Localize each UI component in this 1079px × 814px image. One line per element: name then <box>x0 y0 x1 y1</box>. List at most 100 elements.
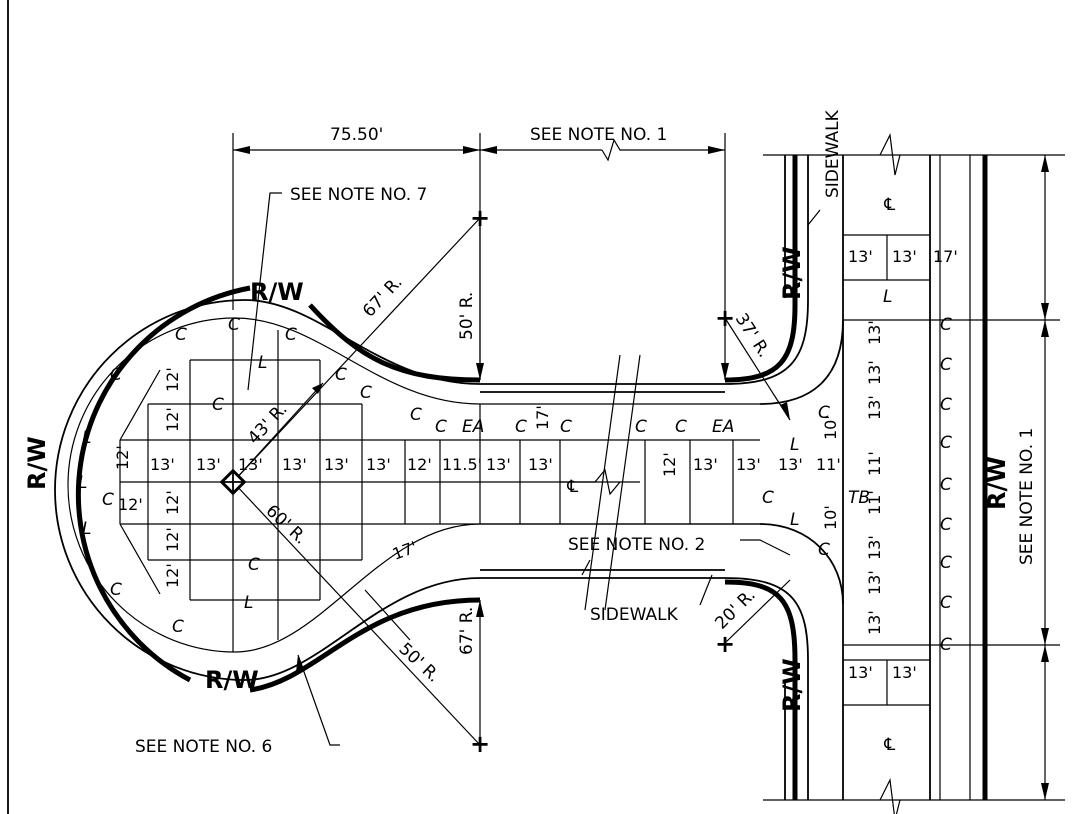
svg-text:12': 12' <box>660 452 679 477</box>
cul-de-sac-geometry <box>54 285 760 693</box>
svg-text:13': 13' <box>865 395 884 420</box>
joint-main-road: 13' 13' 17' 13' 13' 13' 13' 13' 11' 11' … <box>848 247 958 682</box>
svg-text:13': 13' <box>848 663 873 682</box>
svg-text:12': 12' <box>163 367 182 392</box>
svg-text:C: C <box>940 433 952 453</box>
sidewalk-label-bottom: SIDEWALK <box>590 605 679 625</box>
svg-text:C: C <box>940 515 952 535</box>
sidewalk-label-top: SIDEWALK <box>823 109 843 198</box>
radius-60: 60' R. <box>262 501 311 549</box>
svg-text:C: C <box>212 395 224 415</box>
svg-text:13': 13' <box>865 535 884 560</box>
radius-67-top: 67' R. <box>359 272 407 321</box>
svg-text:C: C <box>940 553 952 573</box>
note-2-label: SEE NOTE NO. 2 <box>568 535 705 555</box>
note-7-label: SEE NOTE NO. 7 <box>290 185 427 205</box>
radius-lines: + + + + <box>219 204 791 758</box>
svg-text:13': 13' <box>238 455 263 474</box>
svg-text:13': 13' <box>848 247 873 266</box>
svg-text:C: C <box>940 475 952 495</box>
dimension-see-note-1-right: SEE NOTE NO. 1 <box>1017 428 1037 565</box>
svg-text:C: C <box>675 417 687 437</box>
svg-text:12': 12' <box>163 527 182 552</box>
top-dimensions: 75.50' SEE NOTE NO. 1 <box>232 125 726 380</box>
svg-text:℄: ℄ <box>565 477 580 497</box>
svg-text:C: C <box>172 617 184 637</box>
radius-37: 37' R. <box>731 310 774 361</box>
svg-text:12': 12' <box>163 490 182 515</box>
svg-text:C: C <box>635 417 647 437</box>
svg-text:13': 13' <box>324 455 349 474</box>
svg-text:L: L <box>78 473 87 493</box>
svg-text:C: C <box>818 403 830 423</box>
note-6-label: SEE NOTE NO. 6 <box>135 737 272 757</box>
svg-text:13': 13' <box>196 455 221 474</box>
radius-point-marker: + <box>470 730 490 758</box>
svg-text:13': 13' <box>693 455 718 474</box>
svg-text:13': 13' <box>736 455 761 474</box>
svg-text:C: C <box>335 365 347 385</box>
svg-text:13': 13' <box>865 360 884 385</box>
svg-text:C: C <box>110 580 122 600</box>
right-of-way-label-upper: R/W <box>778 246 806 300</box>
dimension-see-note-1-top: SEE NOTE NO. 1 <box>530 125 667 145</box>
joint-column-left: 12' 12' 12' 12' 12' 12' 12' <box>118 367 679 588</box>
svg-text:C: C <box>818 540 830 560</box>
joint-grid <box>120 318 760 652</box>
svg-text:C: C <box>940 315 952 335</box>
joint-row-after-break: 13' 13' 13' 11' <box>693 455 841 474</box>
svg-text:C: C <box>515 417 527 437</box>
svg-text:13': 13' <box>865 570 884 595</box>
svg-text:TB: TB <box>848 488 870 508</box>
joint-type-letters: C C C C C C C C C C C C C C C C C C C C … <box>78 195 952 755</box>
svg-text:13': 13' <box>865 610 884 635</box>
svg-text:11': 11' <box>865 490 884 515</box>
break-lines <box>560 132 901 814</box>
svg-text:13': 13' <box>892 247 917 266</box>
svg-text:C: C <box>248 555 260 575</box>
svg-text:C: C <box>940 593 952 613</box>
svg-text:℄: ℄ <box>882 195 897 215</box>
svg-text:17': 17' <box>933 247 958 266</box>
radius-point-marker: + <box>715 630 735 658</box>
dimension-75-50: 75.50' <box>330 125 383 145</box>
svg-text:13': 13' <box>778 455 803 474</box>
svg-text:EA: EA <box>712 417 734 437</box>
svg-text:13': 13' <box>282 455 307 474</box>
svg-text:13': 13' <box>486 455 511 474</box>
svg-text:11.5': 11.5' <box>442 455 482 474</box>
svg-text:C: C <box>410 405 422 425</box>
svg-text:11': 11' <box>865 451 884 476</box>
svg-text:13': 13' <box>892 663 917 682</box>
svg-text:13': 13' <box>150 455 175 474</box>
joint-row-cul-de-sac: 12' 13' 13' 13' 13' 13' 13' 12' 11.5' 13… <box>113 445 553 474</box>
svg-text:L: L <box>258 353 267 373</box>
svg-text:C: C <box>360 383 372 403</box>
svg-text:12': 12' <box>163 563 182 588</box>
svg-text:L: L <box>82 428 91 448</box>
svg-text:13': 13' <box>865 320 884 345</box>
svg-text:L: L <box>244 593 253 613</box>
width-10-top: 10' <box>821 415 840 440</box>
svg-text:L: L <box>82 519 91 539</box>
main-road <box>724 154 1065 801</box>
svg-text:12': 12' <box>163 407 182 432</box>
svg-text:C: C <box>102 490 114 510</box>
width-10-bottom: 10' <box>821 505 840 530</box>
svg-text:C: C <box>175 325 187 345</box>
radius-50-top: 50' R. <box>457 292 477 340</box>
radius-20: 20' R. <box>711 585 759 633</box>
svg-text:12': 12' <box>407 455 432 474</box>
svg-text:C: C <box>940 355 952 375</box>
svg-text:C: C <box>228 315 240 335</box>
svg-text:L: L <box>883 287 892 307</box>
svg-text:C: C <box>560 417 572 437</box>
right-of-way-label-lower: R/W <box>778 658 806 712</box>
svg-text:L: L <box>790 435 799 455</box>
svg-text:℄: ℄ <box>882 735 897 755</box>
radius-point-marker: + <box>470 204 490 232</box>
right-of-way-label-bottom: R/W <box>205 666 259 694</box>
svg-text:C: C <box>110 365 122 385</box>
svg-text:C: C <box>435 417 447 437</box>
